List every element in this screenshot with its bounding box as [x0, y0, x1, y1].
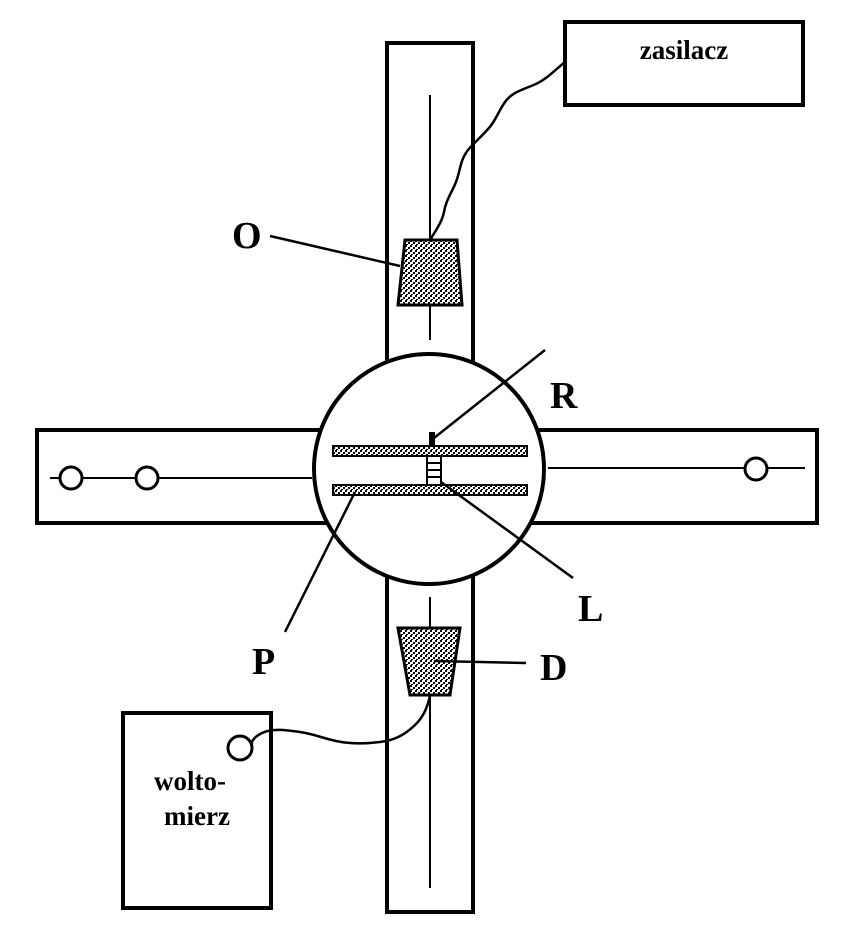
source-hatched-trapezoid-icon — [396, 238, 464, 307]
detector-hatched-trapezoid-icon — [396, 626, 462, 697]
rail-mount-circle-icon — [58, 465, 84, 491]
leader-P — [283, 491, 357, 633]
voltmeter-label-line2: mierz — [164, 801, 230, 831]
leader-L — [440, 480, 574, 580]
label-O: O — [232, 215, 262, 257]
power-cable — [428, 61, 566, 241]
label-L: L — [578, 588, 603, 630]
voltmeter-cable — [250, 694, 432, 749]
leader-D — [433, 659, 527, 665]
leader-R — [433, 349, 546, 439]
power-supply-label: zasilacz — [640, 35, 728, 65]
voltmeter-label-line1: wolto- — [154, 766, 226, 796]
power-supply: zasilacz — [563, 20, 805, 107]
label-D: D — [540, 647, 567, 689]
rail-mount-circle-icon — [743, 456, 769, 482]
upper-plate — [332, 445, 528, 457]
reflector-R — [429, 432, 435, 446]
label-P: P — [252, 641, 275, 683]
rail-mount-circle-icon — [134, 465, 160, 491]
lower-plate-P — [332, 484, 528, 496]
rotary-table — [312, 352, 546, 586]
voltmeter: wolto- mierz — [121, 711, 273, 910]
label-R: R — [550, 375, 578, 417]
leader-O — [269, 234, 401, 268]
voltmeter-terminal-icon — [226, 734, 254, 762]
